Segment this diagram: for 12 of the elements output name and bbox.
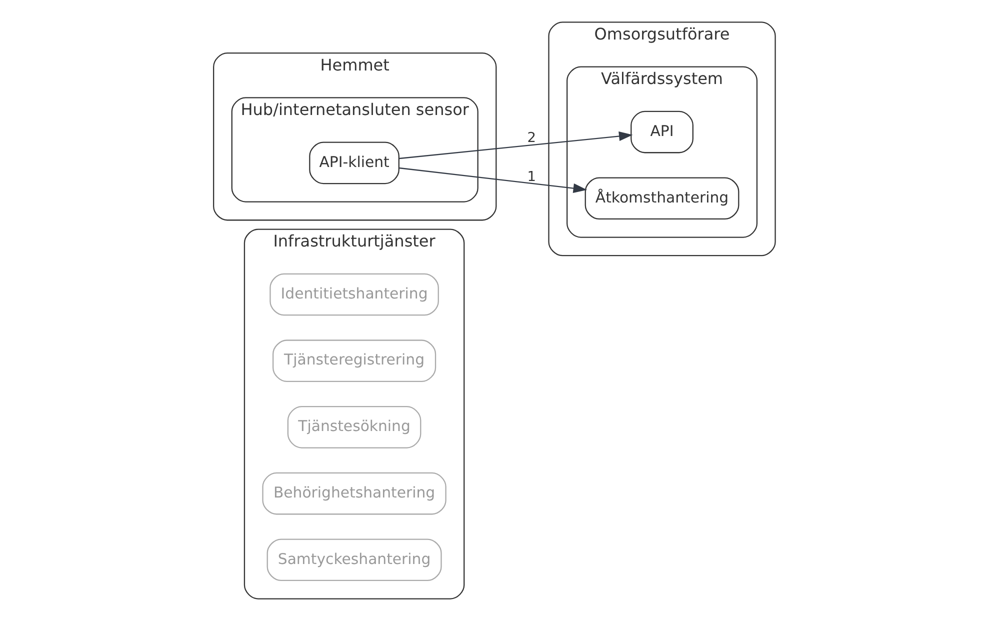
node-box: Samtyckeshantering [266,538,442,582]
edge-label: 1 [527,168,536,185]
node-box: Behörighetshantering [262,472,446,515]
arrow [399,131,633,160]
node-box: API [630,110,694,154]
node-box: Identitietshantering [270,273,439,316]
node-box: Tjänstesökning [287,406,422,448]
arrow [399,167,588,194]
node-box: Åtkomsthantering [584,177,740,220]
node-box: API-klient [309,142,400,184]
edge-label: 2 [527,130,536,146]
node-box: Tjänsteregistrering [272,340,436,382]
